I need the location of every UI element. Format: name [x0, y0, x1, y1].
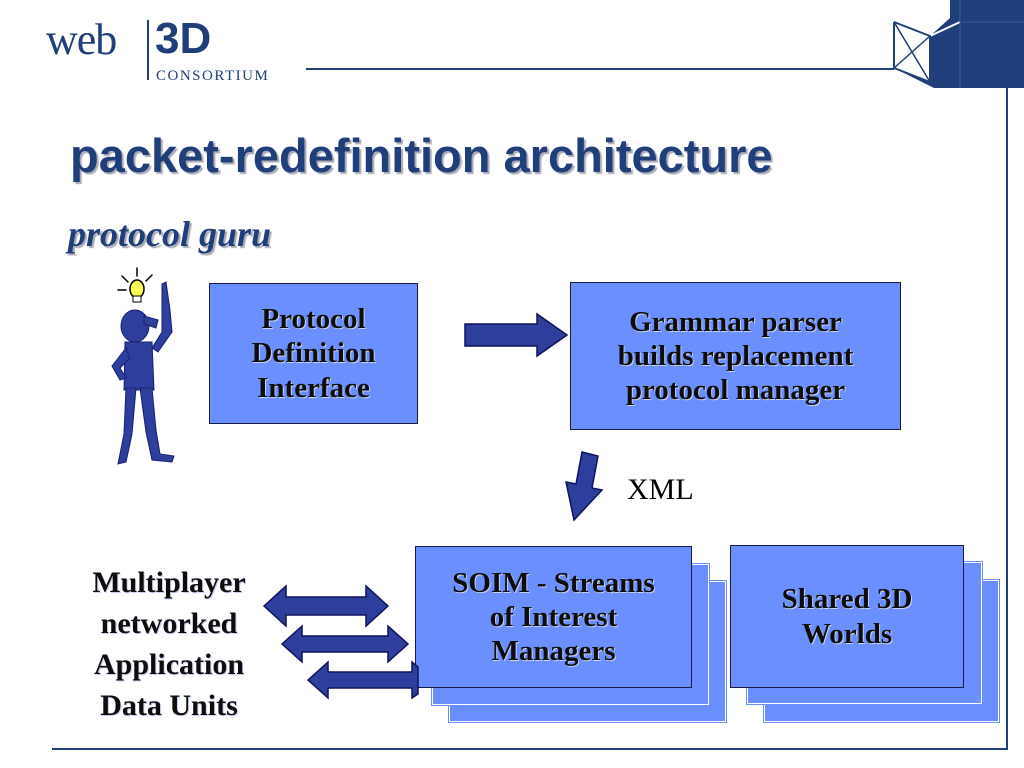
down-arrow-icon	[565, 451, 604, 522]
protocol-definition-line-3: Interface	[257, 371, 370, 404]
applications-line-2: networked	[100, 607, 238, 641]
double-arrow-icon	[262, 584, 419, 700]
grammar-parser-line-1: Grammar parser	[629, 305, 842, 338]
logo-web-text: web	[46, 15, 117, 64]
soim-line-1: SOIM - Streams	[452, 566, 655, 599]
logo-consortium-text: CONSORTIUM	[156, 68, 270, 84]
header-rule	[306, 68, 894, 70]
shared-worlds-box: Shared 3D Worlds	[730, 545, 964, 688]
protocol-definition-line-1: Protocol	[261, 303, 366, 336]
protocol-definition-line-2: Definition	[251, 337, 376, 370]
grammar-parser-box: Grammar parser builds replacement protoc…	[570, 282, 901, 430]
soim-line-2: of Interest	[489, 600, 618, 633]
slide-title: packet-redefinition architecture	[70, 129, 773, 182]
soim-line-3: Managers	[491, 635, 616, 668]
guru-figure-icon	[111, 267, 175, 465]
right-arrow-icon	[464, 312, 569, 358]
applications-label: Multiplayer networked Application Data U…	[54, 562, 284, 726]
applications-line-1: Multiplayer	[92, 566, 246, 599]
logo-3d-text: 3D	[155, 14, 212, 63]
soim-box: SOIM - Streams of Interest Managers	[415, 546, 692, 688]
lightbulb-icon	[129, 279, 145, 303]
slide-subtitle: protocol guru	[68, 214, 272, 254]
applications-line-4: Data Units	[100, 689, 238, 723]
xml-label: XML	[627, 473, 694, 506]
applications-line-3: Application	[93, 648, 245, 682]
corner-cube-icon	[893, 0, 1024, 88]
grammar-parser-line-3: protocol manager	[625, 374, 846, 407]
grammar-parser-line-2: builds replacement	[617, 339, 854, 372]
shared-worlds-line-1: Shared 3D	[781, 583, 913, 616]
logo-divider	[147, 20, 149, 80]
footer-rule	[52, 748, 1008, 750]
shared-worlds-line-2: Worlds	[801, 617, 893, 650]
protocol-definition-box: Protocol Definition Interface	[209, 283, 418, 424]
right-rule	[1006, 88, 1008, 750]
